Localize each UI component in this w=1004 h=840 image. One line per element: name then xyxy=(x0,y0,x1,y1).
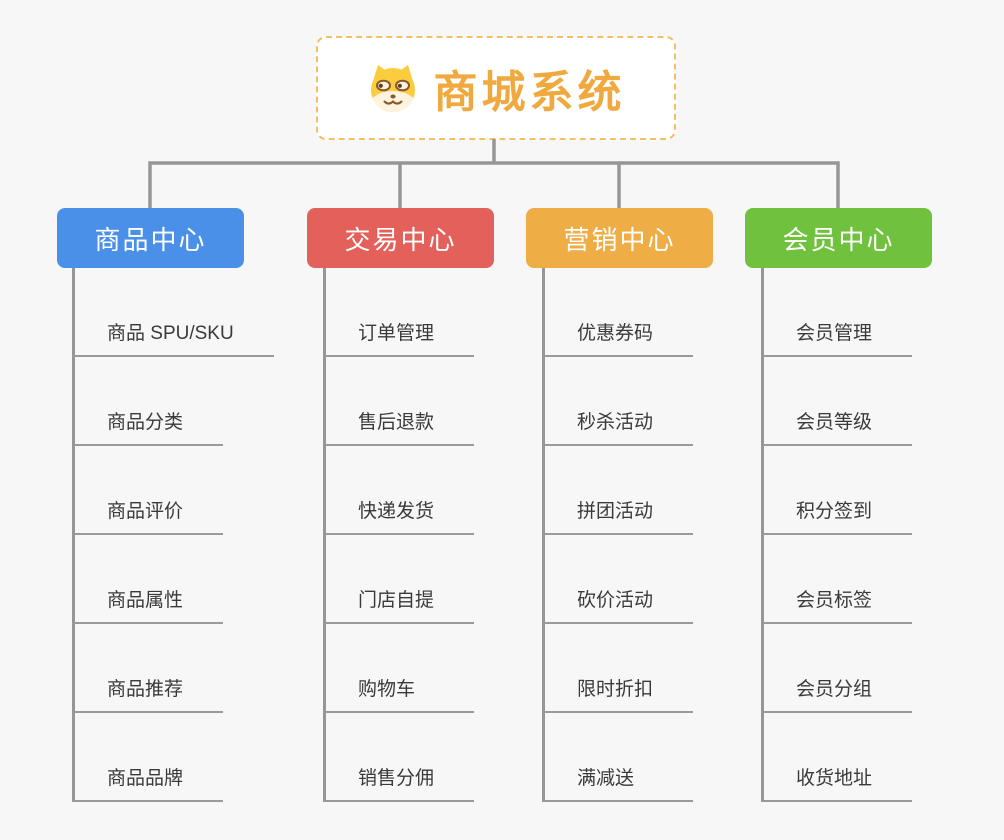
root-node-mall-system[interactable]: 商城系统 xyxy=(316,36,676,140)
root-title: 商城系统 xyxy=(433,68,626,117)
leaf-node[interactable]: 限时折扣 xyxy=(542,624,694,713)
leaf-label: 会员分组 xyxy=(796,679,873,701)
leaf-label: 商品品牌 xyxy=(107,768,184,790)
leaf-label: 优惠券码 xyxy=(577,323,654,345)
leaf-node[interactable]: 会员分组 xyxy=(761,624,913,713)
leaf-label: 购物车 xyxy=(358,679,416,701)
leaf-label: 商品分类 xyxy=(107,412,184,434)
leaf-node[interactable]: 商品分类 xyxy=(72,357,224,446)
leaf-node[interactable]: 优惠券码 xyxy=(542,268,694,357)
leaf-label: 门店自提 xyxy=(358,590,435,612)
leaf-node[interactable]: 秒杀活动 xyxy=(542,357,694,446)
leaf-node[interactable]: 商品品牌 xyxy=(72,713,224,802)
leaf-node[interactable]: 订单管理 xyxy=(323,268,475,357)
branch-children-trade-center: 订单管理 售后退款 快递发货 门店自提 购物车 销售分佣 xyxy=(323,268,475,802)
leaf-node[interactable]: 商品属性 xyxy=(72,535,224,624)
leaf-node[interactable]: 积分签到 xyxy=(761,446,913,535)
branch-children-marketing-center: 优惠券码 秒杀活动 拼团活动 砍价活动 限时折扣 满减送 xyxy=(542,268,694,802)
leaf-node[interactable]: 购物车 xyxy=(323,624,474,713)
leaf-label: 商品评价 xyxy=(107,501,184,523)
branch-children-member-center: 会员管理 会员等级 积分签到 会员标签 会员分组 收货地址 xyxy=(761,268,913,802)
leaf-node[interactable]: 门店自提 xyxy=(323,535,475,624)
leaf-node[interactable]: 会员管理 xyxy=(761,268,913,357)
leaf-label: 会员标签 xyxy=(796,590,873,612)
leaf-label: 商品属性 xyxy=(107,590,184,612)
leaf-node[interactable]: 会员等级 xyxy=(761,357,913,446)
leaf-node[interactable]: 快递发货 xyxy=(323,446,475,535)
leaf-label: 售后退款 xyxy=(358,412,435,434)
leaf-node[interactable]: 商品 SPU/SKU xyxy=(72,268,274,357)
leaf-node[interactable]: 拼团活动 xyxy=(542,446,694,535)
leaf-label: 秒杀活动 xyxy=(577,412,654,434)
branch-box-marketing-center[interactable]: 营销中心 xyxy=(526,208,713,268)
leaf-label: 收货地址 xyxy=(796,768,873,790)
leaf-label: 会员管理 xyxy=(796,323,873,345)
branch-label: 商品中心 xyxy=(94,224,207,255)
leaf-node[interactable]: 会员标签 xyxy=(761,535,913,624)
leaf-node[interactable]: 商品推荐 xyxy=(72,624,224,713)
leaf-node[interactable]: 售后退款 xyxy=(323,357,475,446)
leaf-node[interactable]: 收货地址 xyxy=(761,713,913,802)
leaf-label: 积分签到 xyxy=(796,501,873,523)
leaf-label: 商品 SPU/SKU xyxy=(107,323,234,345)
branch-children-product-center: 商品 SPU/SKU 商品分类 商品评价 商品属性 商品推荐 商品品牌 xyxy=(72,268,274,802)
branch-connector-lines xyxy=(148,139,840,210)
leaf-label: 满减送 xyxy=(577,768,635,790)
branch-box-product-center[interactable]: 商品中心 xyxy=(57,208,244,268)
leaf-label: 限时折扣 xyxy=(577,679,654,701)
branch-label: 交易中心 xyxy=(344,224,457,255)
leaf-label: 销售分佣 xyxy=(358,768,435,790)
leaf-label: 订单管理 xyxy=(358,323,435,345)
leaf-label: 拼团活动 xyxy=(577,501,654,523)
leaf-node[interactable]: 满减送 xyxy=(542,713,693,802)
doge-icon xyxy=(370,65,415,112)
branch-box-member-center[interactable]: 会员中心 xyxy=(745,208,932,268)
branch-box-trade-center[interactable]: 交易中心 xyxy=(307,208,494,268)
leaf-label: 快递发货 xyxy=(358,501,435,523)
leaf-node[interactable]: 商品评价 xyxy=(72,446,224,535)
branch-label: 营销中心 xyxy=(563,224,676,255)
leaf-label: 会员等级 xyxy=(796,412,873,434)
leaf-label: 商品推荐 xyxy=(107,679,184,701)
branch-label: 会员中心 xyxy=(782,224,895,255)
leaf-node[interactable]: 销售分佣 xyxy=(323,713,475,802)
leaf-label: 砍价活动 xyxy=(577,590,654,612)
leaf-node[interactable]: 砍价活动 xyxy=(542,535,694,624)
